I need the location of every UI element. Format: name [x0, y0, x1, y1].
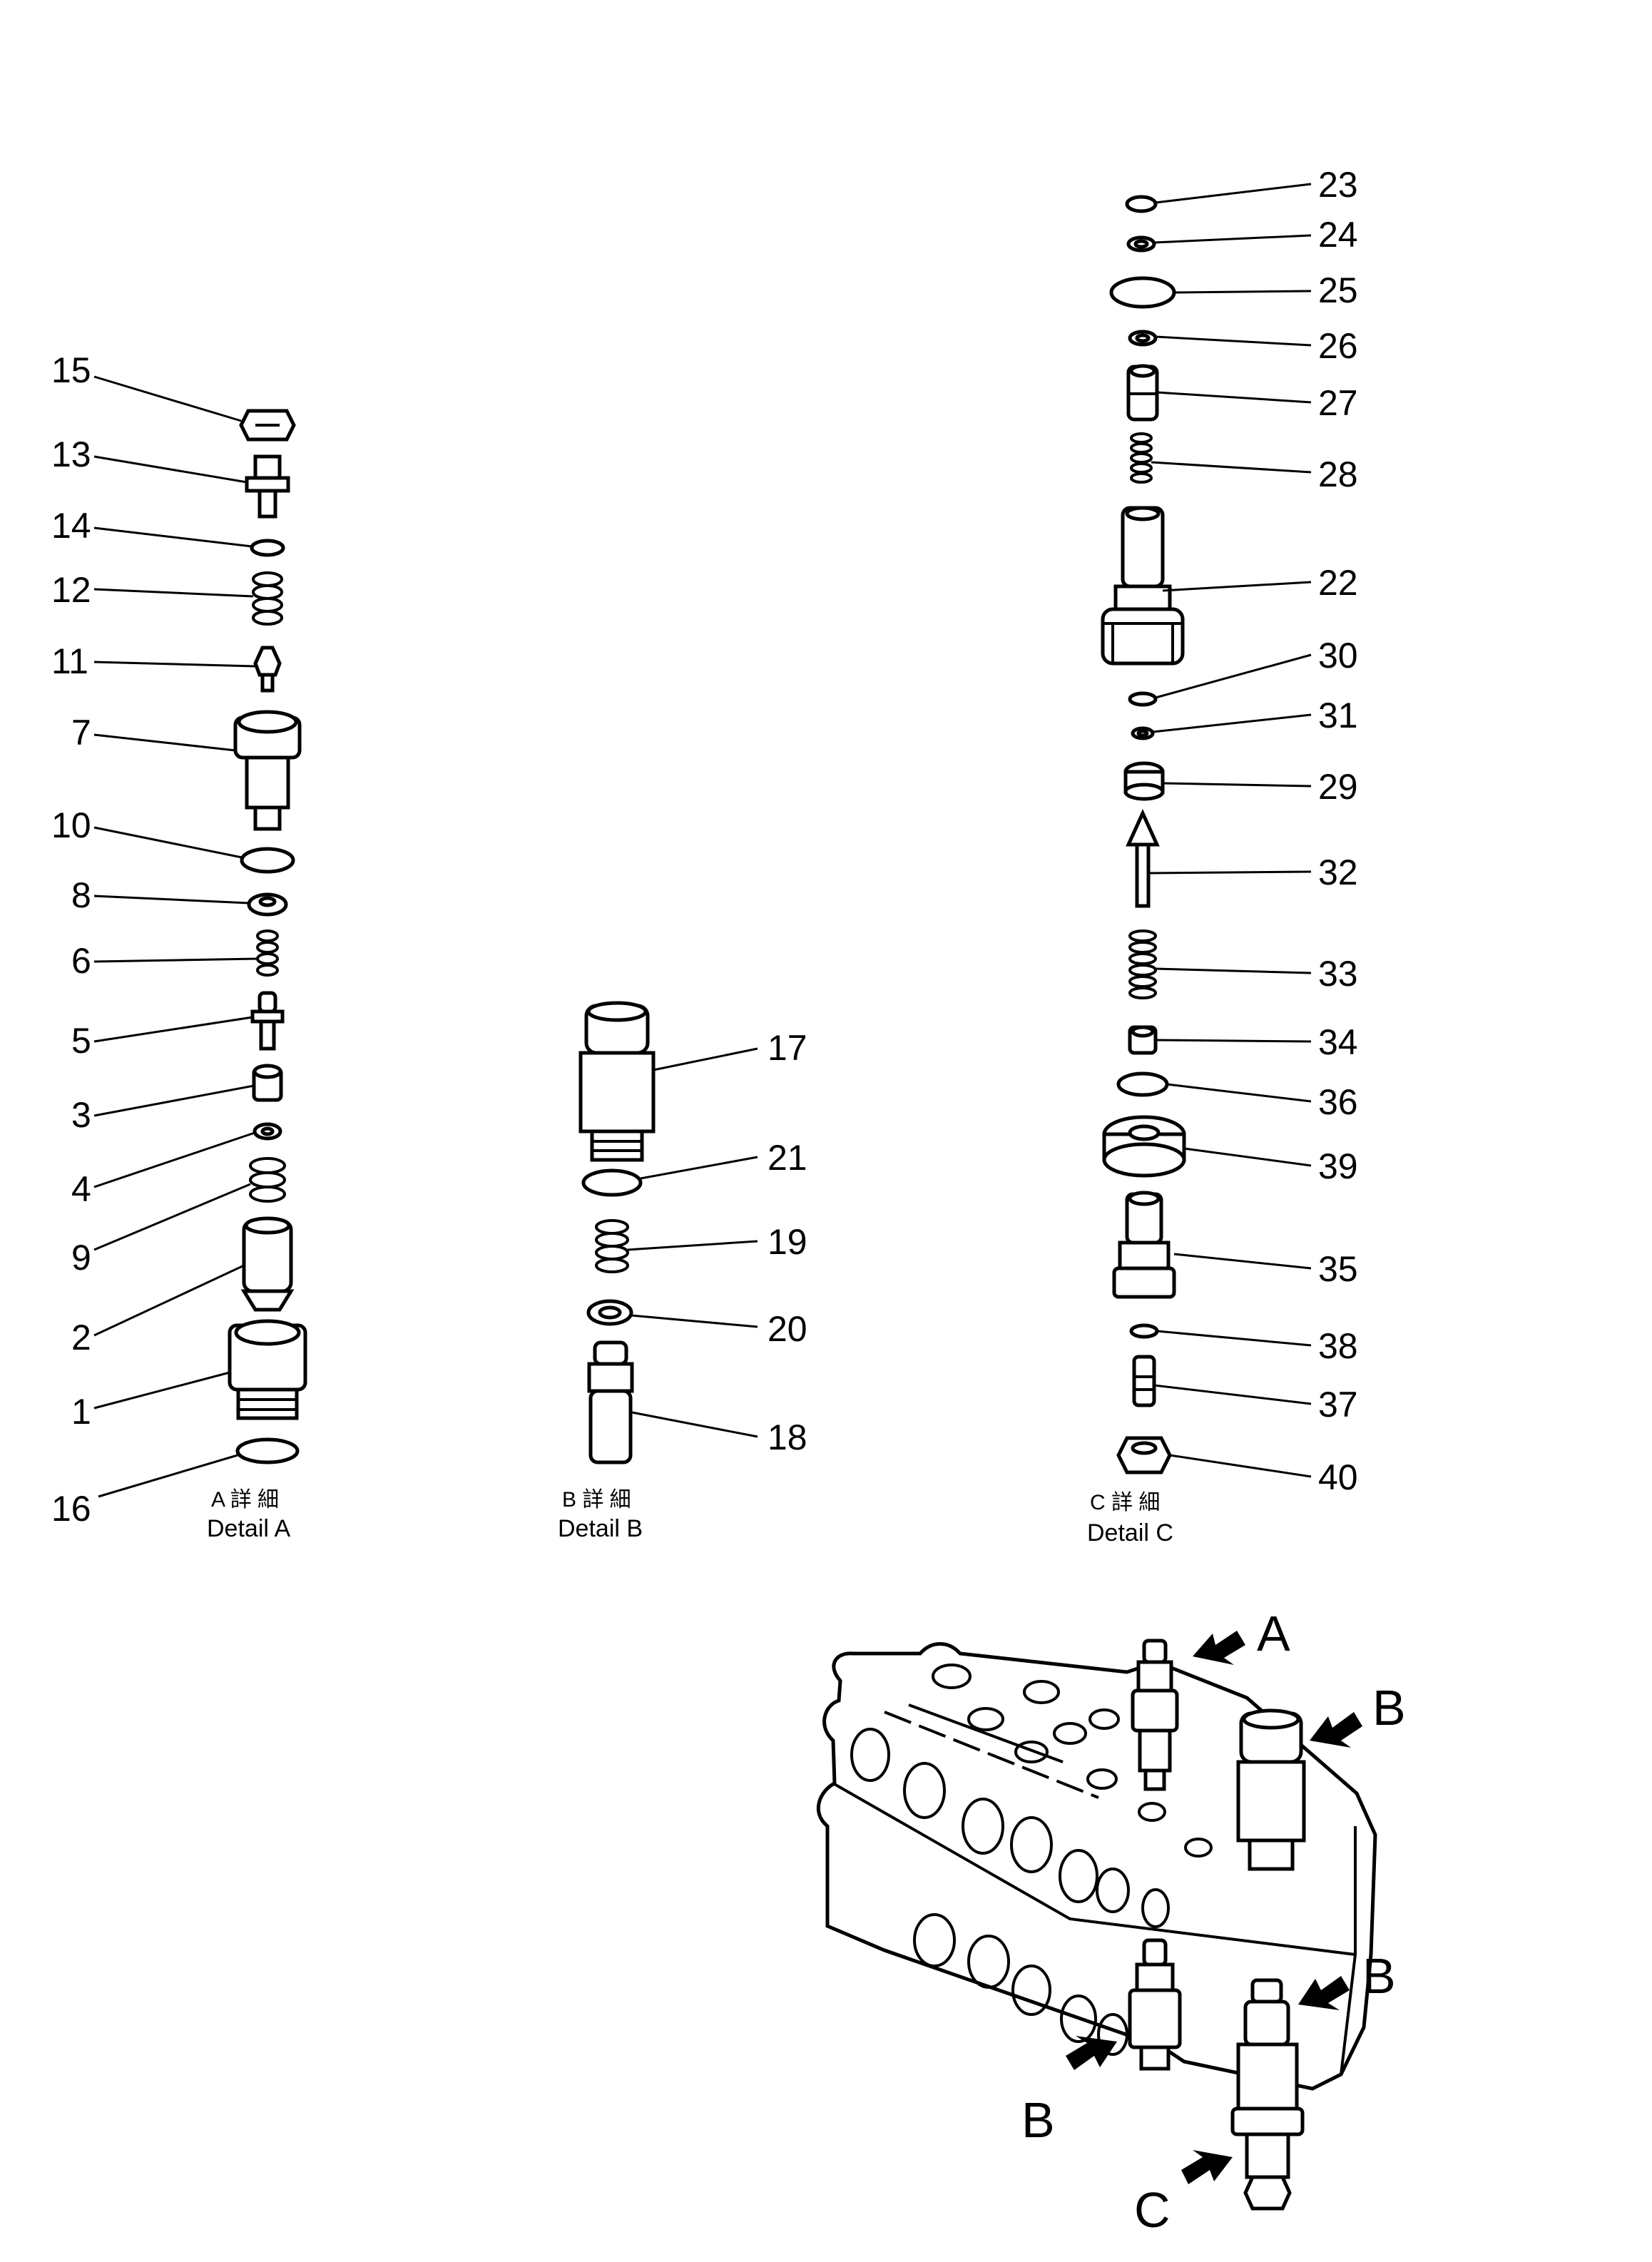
assembly-label-c: C — [1134, 2182, 1171, 2238]
arrow-b-right-icon — [1298, 1976, 1350, 2010]
callout-c-27: 27 — [1318, 383, 1358, 423]
arrow-b-top-icon — [1310, 1712, 1362, 1748]
callout-c-24: 24 — [1318, 215, 1358, 255]
callout-c-40: 40 — [1318, 1457, 1358, 1497]
callout-a-7: 7 — [71, 713, 91, 753]
callout-a-10: 10 — [51, 805, 91, 845]
detail-b-parts — [578, 1001, 656, 1464]
callout-c-33: 33 — [1318, 954, 1358, 994]
callout-b-17: 17 — [768, 1028, 807, 1068]
callout-a-11: 11 — [51, 641, 88, 681]
detail-b-callouts: 17 21 19 20 18 — [768, 1028, 807, 1457]
assembly-label-b-left: B — [1021, 2092, 1055, 2148]
callout-c-26: 26 — [1318, 326, 1358, 366]
callout-c-25: 25 — [1318, 270, 1358, 310]
arrow-a-icon — [1193, 1631, 1245, 1665]
callout-a-3: 3 — [71, 1095, 91, 1135]
callout-c-23: 23 — [1318, 165, 1358, 205]
arrow-b-left-icon — [1066, 2036, 1117, 2070]
callout-c-38: 38 — [1318, 1326, 1358, 1366]
callout-a-4: 4 — [71, 1169, 91, 1209]
detail-a-leaders — [93, 375, 258, 1498]
callout-c-37: 37 — [1318, 1385, 1358, 1425]
detail-a-parts — [228, 409, 307, 1464]
callout-b-21: 21 — [768, 1138, 807, 1178]
detail-a-caption-en: Detail A — [207, 1515, 290, 1542]
callout-a-1: 1 — [71, 1392, 91, 1432]
callout-a-13: 13 — [51, 434, 91, 474]
detail-c-caption-jp: C 詳 細 — [1090, 1491, 1160, 1514]
valve-assembly-components — [1128, 1639, 1306, 2211]
callout-c-34: 34 — [1318, 1022, 1358, 1062]
callout-a-2: 2 — [71, 1318, 91, 1357]
callout-a-6: 6 — [71, 941, 91, 981]
valve-assembly-labels: A B B B C — [1021, 1606, 1406, 2238]
callout-c-35: 35 — [1318, 1249, 1358, 1289]
arrow-c-icon — [1181, 2150, 1233, 2184]
callout-b-18: 18 — [768, 1417, 807, 1457]
callout-c-30: 30 — [1318, 636, 1358, 676]
callout-c-39: 39 — [1318, 1146, 1358, 1186]
valve-assembly-body — [816, 1642, 1377, 2091]
callout-c-31: 31 — [1318, 696, 1358, 735]
callout-a-5: 5 — [71, 1021, 91, 1061]
callout-c-32: 32 — [1318, 852, 1358, 892]
assembly-label-b-right: B — [1362, 1948, 1396, 2004]
detail-b-leaders — [627, 1047, 758, 1438]
detail-b-caption-jp: B 詳 細 — [562, 1488, 631, 1512]
callout-c-28: 28 — [1318, 454, 1358, 494]
assembly-label-b-top: B — [1372, 1680, 1406, 1736]
detail-b-caption-en: Detail B — [558, 1515, 643, 1542]
callout-a-15: 15 — [51, 350, 91, 390]
detail-a-callouts: 15 13 14 12 11 7 10 8 6 5 3 4 9 2 1 16 — [51, 350, 91, 1529]
detail-c-callouts: 23 24 25 26 27 28 22 30 31 29 32 33 34 3… — [1318, 165, 1358, 1497]
callout-c-22: 22 — [1318, 563, 1358, 603]
callout-c-29: 29 — [1318, 767, 1358, 807]
callout-a-14: 14 — [51, 506, 91, 546]
detail-c-leaders — [1148, 183, 1312, 1478]
detail-a-caption-jp: A 詳 細 — [211, 1488, 279, 1512]
callout-b-19: 19 — [768, 1222, 807, 1262]
callout-c-36: 36 — [1318, 1082, 1358, 1122]
valve-assembly-arrows — [1066, 1631, 1362, 2184]
callout-b-20: 20 — [768, 1309, 807, 1349]
assembly-label-a: A — [1257, 1606, 1290, 1661]
callout-a-12: 12 — [51, 570, 91, 610]
callout-a-9: 9 — [71, 1238, 91, 1278]
detail-c-parts — [1101, 195, 1186, 1474]
callout-a-8: 8 — [71, 875, 91, 915]
detail-c-caption-en: Detail C — [1087, 1519, 1173, 1547]
callout-a-16: 16 — [51, 1489, 91, 1529]
